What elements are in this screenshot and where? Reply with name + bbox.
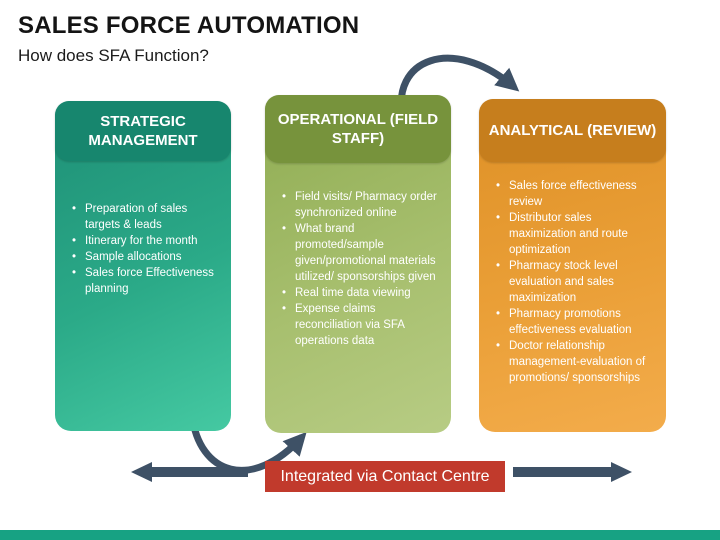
bullet-marker: • xyxy=(495,260,501,272)
left-arrow-head-icon xyxy=(131,462,152,482)
bullet-item: • Pharmacy promotions effectiveness evalu… xyxy=(487,306,656,338)
column-header-operational: OPERATIONAL (FIELD STAFF) xyxy=(265,95,451,163)
bullet-text: Distributor sales maximization and route… xyxy=(509,212,628,256)
bullet-text: Itinerary for the month xyxy=(85,235,198,247)
bullet-text: Field visits/ Pharmacy order synchronize… xyxy=(295,191,437,219)
bullet-list-analytical: • Sales force effectiveness review • Distri… xyxy=(487,178,656,386)
bullet-text: What brand promoted/sample given/promoti… xyxy=(295,223,436,283)
column-operational-field-staff: OPERATIONAL (FIELD STAFF) • Field visits/… xyxy=(265,95,451,433)
integration-banner: Integrated via Contact Centre xyxy=(265,461,505,492)
column-strategic-management: STRATEGIC MANAGEMENT • Preparation of sal… xyxy=(55,101,231,431)
bullet-item: • Sample allocations xyxy=(63,249,221,265)
bullet-item: • Sales force effectiveness review xyxy=(487,178,656,210)
footer-accent-bar xyxy=(0,530,720,540)
bullet-item: • Pharmacy stock level evaluation and sal… xyxy=(487,258,656,306)
bullet-marker: • xyxy=(495,180,501,192)
bullet-text: Pharmacy stock level evaluation and sale… xyxy=(509,260,618,304)
bullet-marker: • xyxy=(281,223,287,235)
bullet-text: Preparation of sales targets & leads xyxy=(85,203,188,231)
bullet-item: • Expense claims reconciliation via SFA o… xyxy=(273,301,441,349)
bullet-marker: • xyxy=(281,191,287,203)
page-subtitle: How does SFA Function? xyxy=(18,46,209,65)
bullet-marker: • xyxy=(281,287,287,299)
bullet-item: • Preparation of sales targets & leads xyxy=(63,201,221,233)
bullet-list-operational: • Field visits/ Pharmacy order synchroniz… xyxy=(273,189,441,349)
bullet-marker: • xyxy=(71,203,77,215)
page-title: SALES FORCE AUTOMATION xyxy=(18,12,360,39)
bullet-text: Sales force effectiveness review xyxy=(509,180,637,208)
bullet-item: • Field visits/ Pharmacy order synchroniz… xyxy=(273,189,441,221)
bullet-marker: • xyxy=(71,267,77,279)
bullet-text: Expense claims reconciliation via SFA op… xyxy=(295,303,405,347)
bullet-item: • Itinerary for the month xyxy=(63,233,221,249)
bullet-marker: • xyxy=(71,235,77,247)
bullet-marker: • xyxy=(495,308,501,320)
bullet-text: Real time data viewing xyxy=(295,287,411,299)
right-arrow-head-icon xyxy=(611,462,632,482)
bullet-marker: • xyxy=(71,251,77,263)
column-header-analytical: ANALYTICAL (REVIEW) xyxy=(479,99,666,162)
left-arrow-shaft xyxy=(151,467,248,477)
bullet-marker: • xyxy=(495,212,501,224)
column-analytical-review: ANALYTICAL (REVIEW) • Sales force effecti… xyxy=(479,99,666,432)
bullet-text: Sample allocations xyxy=(85,251,182,263)
column-header-strategic: STRATEGIC MANAGEMENT xyxy=(55,101,231,161)
bullet-marker: • xyxy=(495,340,501,352)
bullet-marker: • xyxy=(281,303,287,315)
bullet-item: • Distributor sales maximization and rout… xyxy=(487,210,656,258)
bullet-item: • Doctor relationship management-evaluati… xyxy=(487,338,656,386)
bullet-text: Pharmacy promotions effectiveness evalua… xyxy=(509,308,632,336)
bullet-text: Doctor relationship management-evaluatio… xyxy=(509,340,646,384)
bullet-item: • Sales force Effectiveness planning xyxy=(63,265,221,297)
bullet-list-strategic: • Preparation of sales targets & leads • It… xyxy=(63,201,221,297)
bullet-item: • Real time data viewing xyxy=(273,285,441,301)
bullet-item: • What brand promoted/sample given/promot… xyxy=(273,221,441,285)
bullet-text: Sales force Effectiveness planning xyxy=(85,267,214,295)
right-arrow-shaft xyxy=(513,467,611,477)
